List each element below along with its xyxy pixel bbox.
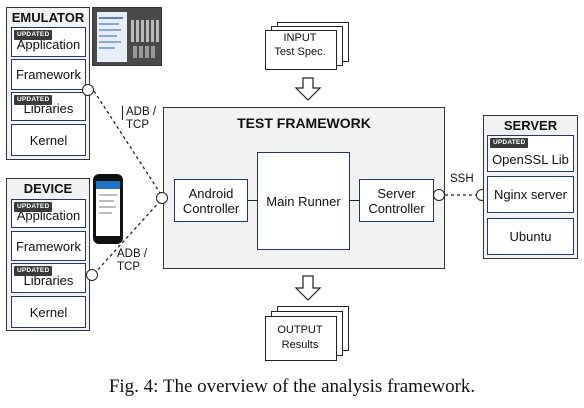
updated-badge: UPDATED xyxy=(490,138,529,148)
server-openssl-layer: UPDATED OpenSSL Lib xyxy=(487,135,574,172)
smartphone-image xyxy=(93,174,123,244)
input-arrow-icon xyxy=(294,77,322,101)
emulator-link-label: ADB / TCP xyxy=(126,106,157,131)
framework-emulator-circle xyxy=(156,192,168,204)
emulator-screenshot xyxy=(92,7,162,66)
server-nginx-layer: Nginx server xyxy=(487,176,574,213)
layer-label: Framework xyxy=(15,238,81,254)
android-controller-label: Android Controller xyxy=(182,185,240,216)
runner-android-link xyxy=(248,200,257,201)
device-connector-circle xyxy=(86,269,98,281)
layer-label: Kernel xyxy=(29,304,68,320)
test-framework-title: TEST FRAMEWORK xyxy=(237,115,371,131)
updated-badge: UPDATED xyxy=(14,266,53,276)
updated-badge: UPDATED xyxy=(14,30,53,40)
updated-badge: UPDATED xyxy=(14,95,53,105)
server-title: SERVER xyxy=(503,118,558,133)
main-runner-label: Main Runner xyxy=(266,193,341,209)
device-application-layer: UPDATED Application xyxy=(11,199,86,228)
device-framework-layer: Framework xyxy=(11,231,86,261)
output-arrow-icon xyxy=(294,275,322,301)
emulator-framework-layer: Framework xyxy=(11,59,86,90)
main-runner-box: Main Runner xyxy=(257,152,350,250)
input-document-icon xyxy=(265,30,337,70)
emulator-adb-line xyxy=(93,90,163,197)
device-title: DEVICE xyxy=(23,181,73,196)
device-adb-line xyxy=(93,198,163,275)
layer-label: OpenSSL Lib xyxy=(492,152,569,167)
updated-badge: UPDATED xyxy=(14,202,53,212)
layer-label: Ubuntu xyxy=(509,229,552,244)
ssh-label: SSH xyxy=(450,173,474,185)
emulator-connector-tick xyxy=(122,106,123,120)
emulator-kernel-layer: Kernel xyxy=(11,124,86,156)
emulator-title: EMULATOR xyxy=(11,10,85,25)
layer-label: Framework xyxy=(15,67,81,82)
layer-label: Application xyxy=(16,37,81,52)
figure-caption: Fig. 4: The overview of the analysis fra… xyxy=(108,376,476,397)
server-ubuntu-layer: Ubuntu xyxy=(487,218,574,255)
layer-label: Libraries xyxy=(23,273,74,288)
emulator-libraries-layer: UPDATED Libraries xyxy=(11,92,86,121)
server-controller-label: Server Controller xyxy=(368,185,425,216)
input-label: INPUT xyxy=(283,32,317,44)
layer-label: Nginx server xyxy=(494,187,567,202)
input-sublabel: Test Spec. xyxy=(274,46,326,58)
output-document-icon xyxy=(265,316,337,361)
device-libraries-layer: UPDATED Libraries xyxy=(11,263,86,293)
emulator-connector-circle xyxy=(82,84,94,96)
output-sublabel: Results xyxy=(281,339,319,351)
output-label: OUTPUT xyxy=(277,324,323,336)
device-kernel-layer: Kernel xyxy=(11,296,86,328)
layer-label: Kernel xyxy=(29,132,68,148)
server-controller-box: Server Controller xyxy=(359,179,434,222)
framework-server-circle xyxy=(433,189,445,201)
device-link-label: ADB / TCP xyxy=(117,248,148,273)
android-controller-box: Android Controller xyxy=(174,179,248,222)
emulator-application-layer: UPDATED Application xyxy=(11,27,86,57)
runner-server-link xyxy=(350,200,359,201)
